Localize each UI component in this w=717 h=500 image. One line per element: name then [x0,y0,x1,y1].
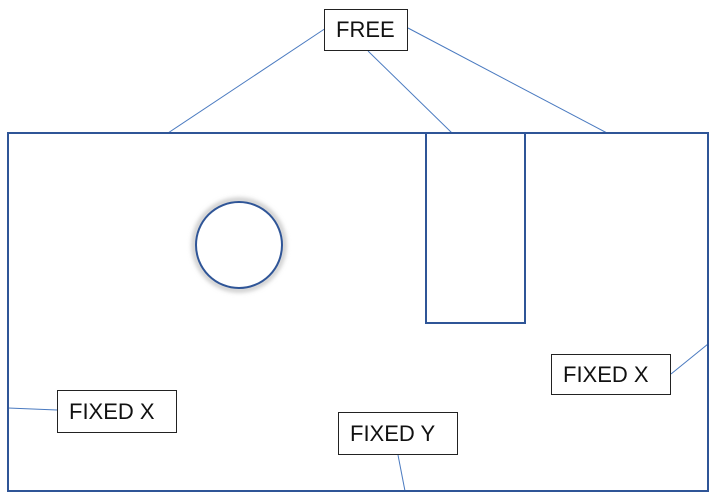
plate-outline [7,132,709,492]
circle-hole [195,201,283,289]
rectangular-slot [425,132,526,324]
leader-line-free-right [407,27,608,134]
label-fixed-x-left: FIXED X [57,390,177,433]
leader-line-free-middle [367,50,453,134]
leader-line-fixed-x-right [670,343,709,375]
leader-line-fixed-x-left [7,407,58,411]
circle-hole-shadow [192,198,286,292]
label-free: FREE [324,9,408,51]
label-fixed-y: FIXED Y [338,412,458,455]
label-fixed-x-right: FIXED X [551,354,671,395]
leader-line-fixed-y [397,454,406,492]
leader-line-free-left [167,27,327,134]
